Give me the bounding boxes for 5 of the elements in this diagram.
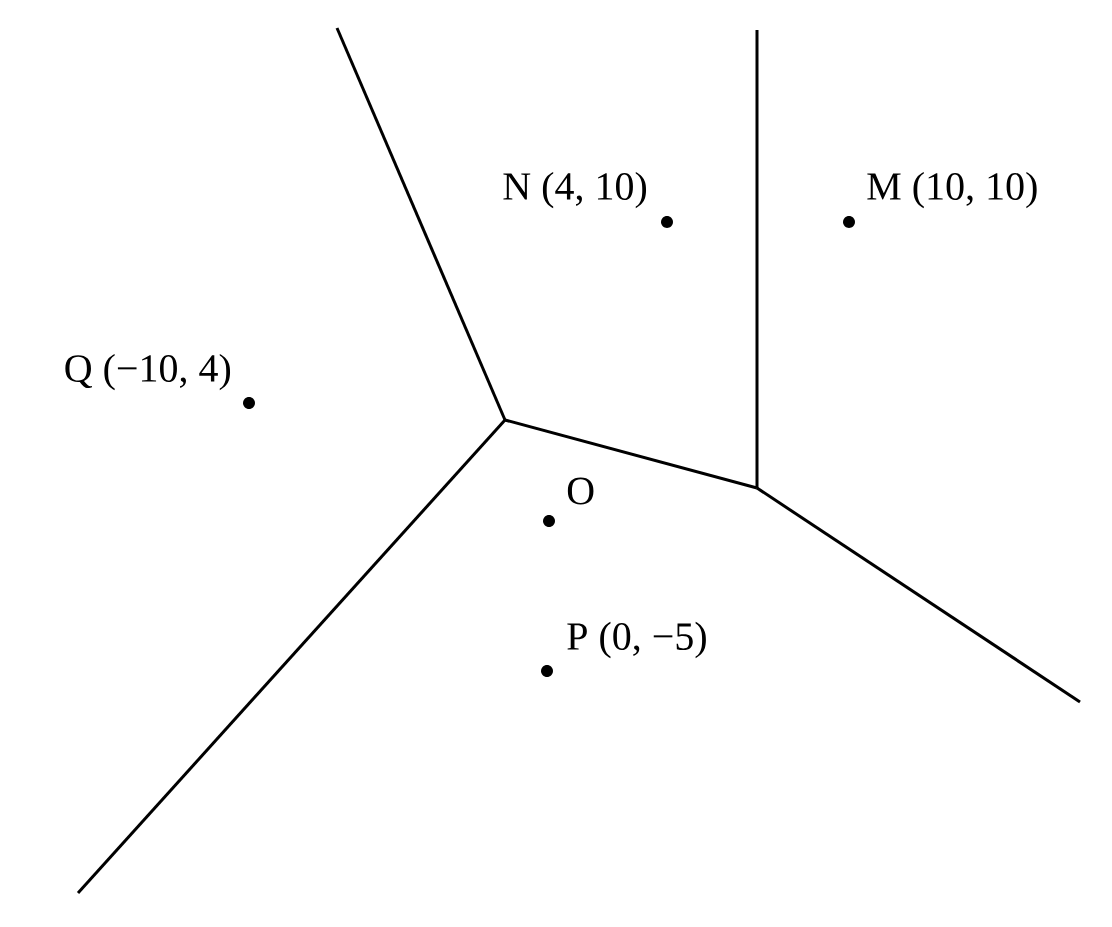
point-label: Q (−10, 4) — [65, 353, 231, 391]
point-label: O — [567, 477, 594, 505]
point-label: P (0, −5) — [567, 621, 706, 659]
point-label: M (10, 10) — [867, 171, 1037, 209]
point-label: N (4, 10) — [503, 171, 647, 209]
